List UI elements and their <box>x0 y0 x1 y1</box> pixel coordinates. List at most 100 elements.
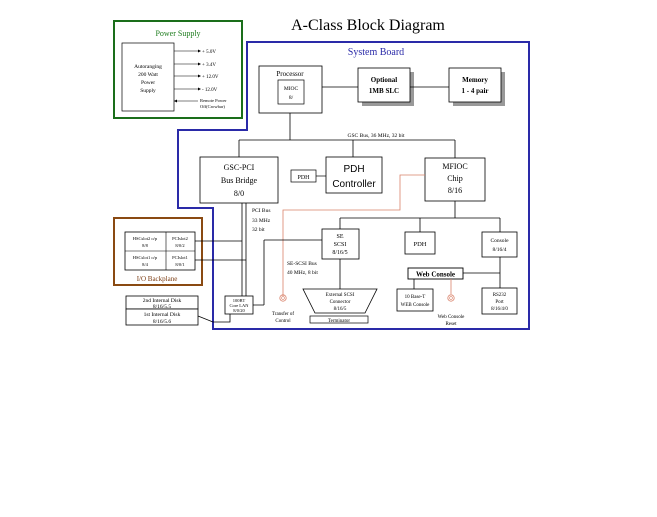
rail-3v4-arrow <box>198 62 201 66</box>
terminator-label: Terminator <box>328 319 350 324</box>
slot-hsc2-addr: 8/8 <box>142 243 149 248</box>
power-supply-unit <box>121 42 175 112</box>
se-scsi-bus-label-1: SE-SCSI Bus <box>287 261 317 267</box>
console-box <box>481 231 518 258</box>
diagram-title: A-Class Block Diagram <box>291 17 445 34</box>
pdh-tag-label: PDH <box>297 175 310 181</box>
psu-line-3: Power <box>141 80 155 86</box>
pdh-controller-label-1: PDH <box>343 164 364 175</box>
pdh-controller-label-2: Controller <box>332 179 376 190</box>
io-backplane-label: I/O Backplane <box>137 275 178 283</box>
bridge-label-3: 8/0 <box>234 189 244 198</box>
transfer-control-button[interactable] <box>279 294 287 302</box>
rail-n12v-label: - 12.0V <box>202 88 218 93</box>
transfer-label-1: Transfer of <box>272 312 295 317</box>
slot-pci2-addr: 8/0/2 <box>175 243 184 248</box>
bridge-label-2: Bus Bridge <box>221 176 258 185</box>
memory-label-2: 1 - 4 pair <box>461 87 488 95</box>
slot-pci1-name: PCIslot1 <box>172 255 188 260</box>
second-disk-addr: 8/16/5.5 <box>153 304 171 310</box>
remote-off-arrow <box>174 99 177 103</box>
psu-line-2: 200 Watt <box>138 72 158 78</box>
disk-to-board <box>197 315 214 323</box>
se-scsi-label-3: 8/16/5 <box>332 250 347 256</box>
rail-5v-label: + 5.0V <box>202 50 216 55</box>
mfioc-label-1: MFIOC <box>442 162 467 171</box>
mioc-addr: 8/ <box>289 95 294 101</box>
mioc-box <box>277 79 305 105</box>
power-supply-frame <box>113 20 243 119</box>
pci-bus-label-3: 32 bit <box>252 227 265 233</box>
slot-hsc1-addr: 8/4 <box>142 262 149 267</box>
se-scsi-label-1: SE <box>336 234 343 240</box>
mfioc-label-3: 8/16 <box>448 186 462 195</box>
rail-n12v-arrow <box>198 87 201 91</box>
rs232-label-1: RS232 <box>493 293 507 298</box>
slc-label-1: Optional <box>371 76 398 84</box>
web-reset-button-inner <box>449 296 453 300</box>
psu-line-1: Autoranging <box>134 64 162 70</box>
web-console-reset-button[interactable] <box>447 294 455 302</box>
se-scsi-bus-label-2: 40 MHz, 8 bit <box>287 270 318 276</box>
first-disk-box <box>125 308 199 326</box>
remote-off-label-1: Remote Power <box>200 98 227 103</box>
web-console-label: Web Console <box>416 271 455 279</box>
slc-label-2: 1MB SLC <box>369 87 399 95</box>
terminator-box <box>309 315 369 324</box>
first-disk-label: 1st Internal Disk <box>144 312 181 318</box>
system-board-title: System Board <box>348 47 404 58</box>
web-reset-label-1: Web Console <box>438 315 465 320</box>
ext-scsi-label-1: External SCSI <box>326 293 355 298</box>
console-label-2: 8/16/4 <box>492 247 506 253</box>
console-label-1: Console <box>490 238 509 244</box>
mioc-label: MIOC <box>284 86 299 92</box>
se-scsi-box <box>321 228 360 260</box>
pci-bus-label-2: 33 MHz <box>252 218 271 224</box>
base-t-label-2: WEB Console <box>401 303 431 308</box>
rs232-label-2: Port <box>495 300 504 305</box>
mfioc-box <box>424 157 486 202</box>
memory-box <box>448 67 502 103</box>
transfer-label-2: Control <box>275 319 291 324</box>
psu-line-4: Supply <box>140 88 156 94</box>
bridge-label-1: GSC-PCI <box>224 163 255 172</box>
io-backplane-frame <box>113 217 203 286</box>
lan-label-1: 100BT <box>233 298 246 303</box>
pci-bus-label-1: PCI Bus <box>252 208 271 214</box>
ext-scsi-label-2: Connector <box>330 300 351 305</box>
memory-label-1: Memory <box>462 76 488 84</box>
ext-scsi-connector <box>302 288 378 314</box>
first-disk-addr: 8/16/5.6 <box>153 319 171 325</box>
mfioc-label-2: Chip <box>447 174 463 183</box>
pdh-small-box <box>404 231 436 255</box>
rail-12v-label: + 12.0V <box>202 75 219 80</box>
gsc-pci-bridge-box <box>199 156 279 204</box>
base-t-box <box>396 288 434 312</box>
remote-off-label-2: Off(Crowbar) <box>200 104 225 109</box>
pdh-controller-box <box>325 156 383 194</box>
rs232-box <box>481 287 518 315</box>
web-reset-label-2: Reset <box>445 322 457 327</box>
slot-hsc2-name: HSCslot2 o/p <box>133 236 158 241</box>
slot-pci1-addr: 8/0/1 <box>175 262 184 267</box>
system-board-frame <box>177 41 530 330</box>
rail-5v-arrow <box>198 49 201 53</box>
slot-pci2-name: PCIslot2 <box>172 236 188 241</box>
ext-scsi-label-3: 8/16/5 <box>334 307 347 312</box>
rs232-label-3: 8/16/4/0 <box>491 307 508 312</box>
pdh-small-label: PDH <box>413 241 426 248</box>
lan-label-2: Core LAN <box>229 303 249 308</box>
power-supply-title: Power Supply <box>155 29 200 38</box>
slot-hsc1-name: HSCslot1 o/p <box>133 255 158 260</box>
gsc-bus-label: GSC Bus, 36 MHz, 32 bit <box>348 133 405 139</box>
processor-label: Processor <box>276 70 304 78</box>
transfer-control-line <box>282 174 425 296</box>
se-scsi-label-2: SCSI <box>334 242 347 248</box>
second-disk-label: 2nd Internal Disk <box>143 298 182 304</box>
web-console-box <box>407 267 464 280</box>
rail-12v-arrow <box>198 74 201 78</box>
slc-box <box>357 67 411 103</box>
rail-3v4-label: + 3.4V <box>202 63 216 68</box>
transfer-control-button-inner <box>281 296 285 300</box>
